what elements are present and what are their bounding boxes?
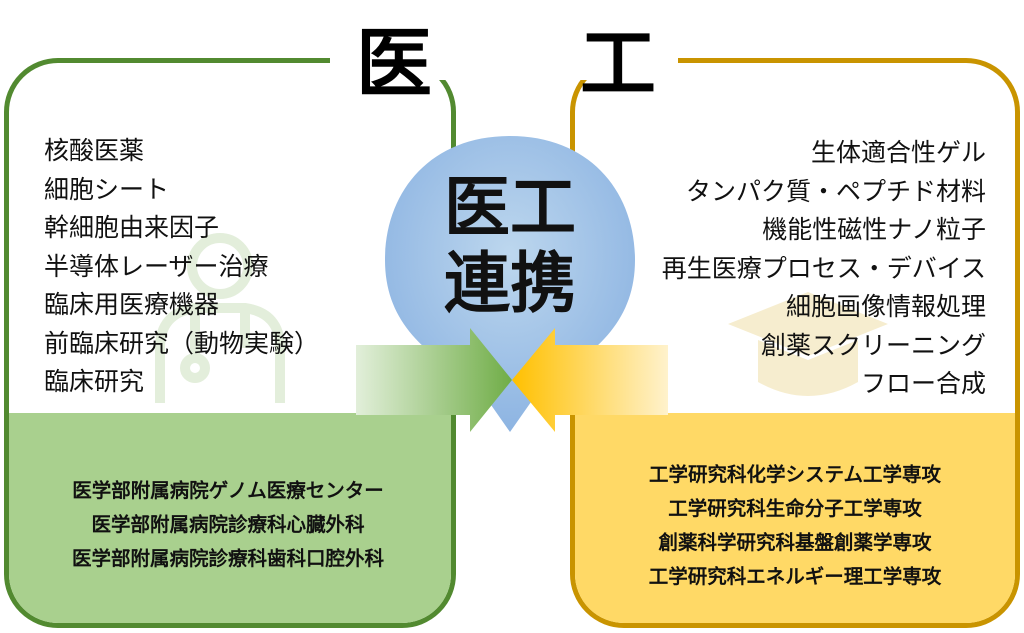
title-gap-left: [330, 40, 460, 80]
department-item: 工学研究科化学システム工学専攻: [649, 463, 941, 486]
center-title-line2: 連携: [444, 245, 576, 322]
list-item: 創薬スクリーニング: [760, 330, 986, 360]
department-item: 医学部附属病院診療科心臓外科: [91, 513, 365, 536]
list-item: 臨床用医療機器: [44, 290, 220, 319]
department-item: 工学研究科エネルギー理工学専攻: [648, 565, 942, 588]
medical-departments: 医学部附属病院ゲノム医療センター 医学部附属病院診療科心臓外科 医学部附属病院診…: [10, 474, 446, 576]
list-item: 幹細胞由来因子: [44, 213, 220, 242]
department-item: 医学部附属病院診療科歯科口腔外科: [71, 547, 384, 570]
list-item: 半導体レーザー治療: [44, 251, 269, 281]
list-item: 細胞画像情報処理: [785, 292, 986, 321]
list-item: 機能性磁性ナノ粒子: [762, 215, 986, 244]
engineering-departments: 工学研究科化学システム工学専攻 工学研究科生命分子工学専攻 創薬科学研究科基盤創…: [572, 458, 1018, 594]
medical-departments-band: [9, 413, 451, 623]
list-item: 臨床研究: [44, 367, 145, 396]
medical-arrow: [356, 328, 512, 432]
department-item: 医学部附属病院ゲノム医療センター: [72, 479, 384, 502]
engineering-title: 工: [580, 19, 656, 108]
list-item: 前臨床研究（動物実験）: [44, 328, 320, 358]
list-item: 再生医療プロセス・デバイス: [661, 253, 986, 283]
list-item: フロー合成: [860, 369, 986, 398]
list-item: タンパク質・ペプチド材料: [685, 176, 986, 206]
title-gap-right: [560, 40, 678, 80]
graduation-cap-icon: [728, 292, 888, 396]
center-title-line1: 医工: [444, 169, 576, 246]
medical-items-list: 核酸医薬 細胞シート 幹細胞由来因子 半導体レーザー治療 臨床用医療機器 前臨床…: [44, 132, 319, 402]
medical-title: 医: [356, 19, 432, 108]
engineering-departments-band: [575, 413, 1015, 623]
department-item: 創薬科学研究科基盤創薬学専攻: [658, 531, 932, 554]
engineering-arrow: [512, 328, 668, 432]
list-item: 核酸医薬: [44, 136, 145, 165]
engineering-items-list: 生体適合性ゲル タンパク質・ペプチド材料 機能性磁性ナノ粒子 再生医療プロセス・…: [662, 134, 986, 404]
center-title: 医工 連携: [405, 170, 615, 322]
doctor-icon: [155, 233, 285, 403]
medical-panel: [4, 58, 456, 628]
list-item: 生体適合性ゲル: [810, 138, 986, 167]
list-item: 細胞シート: [44, 174, 170, 204]
department-item: 工学研究科生命分子工学専攻: [668, 497, 922, 520]
